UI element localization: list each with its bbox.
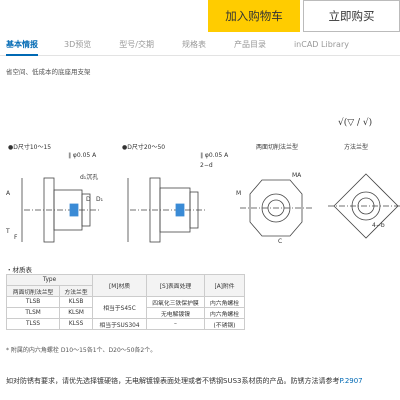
header-accessory: [A]附件 [204, 274, 245, 297]
technical-drawings: ●D尺寸10～15 ●D尺寸20～50 两面切削法兰型 方法兰型 ∥ φ0.05… [0, 138, 400, 258]
subheader-flange-2: 方法兰型 [59, 285, 93, 297]
dim-D1-label: D₁ [96, 196, 104, 203]
dim-D-label: D [86, 196, 91, 203]
table-row: TLSM KLSM 无电解镀镍 内六角螺栓 [5, 307, 245, 319]
top-action-bar: 加入购物车 立即购买 [0, 0, 400, 32]
dim-A-label: A [6, 190, 11, 197]
material-cell: 相当于SUS304 [92, 318, 147, 330]
right-drawing-title-1: 两面切削法兰型 [256, 144, 299, 151]
surface-finish-symbol: √(▽ / √) [338, 118, 373, 128]
right-drawing-title-2: 方法兰型 [344, 144, 369, 151]
rust-prevention-note: 如对防锈有要求，请优先选择镀硬铬，无电解镀镍表面处理或者不锈钢SUS3系材质的产… [6, 376, 363, 386]
dim-MA-label: MA [292, 172, 302, 179]
add-to-cart-button[interactable]: 加入购物车 [208, 0, 300, 32]
drawing-lines [21, 173, 400, 243]
tolerance-label-2: ∥ φ0.05 A [200, 152, 229, 159]
subheader-flange-1: 两面切削法兰型 [5, 285, 61, 297]
material-table-title: ・材质表 [6, 266, 32, 274]
type-code[interactable]: TLSS [5, 318, 61, 330]
type-code[interactable]: TLSM [5, 307, 61, 319]
dim-M-label: M [236, 190, 242, 197]
counterbore-label: d₁沉孔 [80, 174, 99, 181]
tab-3d-preview[interactable]: 3D预览 [64, 40, 92, 49]
rust-note-text: 如对防锈有要求，请优先选择镀硬铬，无电解镀镍表面处理或者不锈钢SUS3系材质的产… [6, 377, 340, 385]
tab-basic-info[interactable]: 基本情报 [6, 36, 38, 56]
surface-cell: 无电解镀镍 [146, 307, 205, 319]
type-code[interactable]: TLSB [5, 296, 61, 308]
accessory-cell: (不锈钢) [204, 318, 245, 330]
header-surface: [S]表面处理 [146, 274, 205, 297]
type-code[interactable]: KLSS [59, 318, 93, 330]
type-code[interactable]: KLSB [59, 296, 93, 308]
dim-C-label: C [278, 238, 283, 245]
mid-drawing-title: ●D尺寸20～50 [122, 144, 166, 151]
buy-now-button[interactable]: 立即购买 [303, 0, 400, 32]
header-material: [M]材质 [92, 274, 147, 297]
surface-cell: – [146, 318, 205, 330]
dim-F-label: F [14, 234, 18, 241]
surface-cell: 四氧化三铁保护膜 [146, 296, 205, 308]
material-table: Type [M]材质 [S]表面处理 [A]附件 两面切削法兰型 方法兰型 TL… [5, 274, 245, 330]
table-row: TLSS KLSS 相当于SUS304 – (不锈钢) [5, 318, 245, 330]
type-code[interactable]: KLSM [59, 307, 93, 319]
dim-T-label: T [6, 228, 10, 235]
tab-spec-table[interactable]: 规格表 [181, 40, 206, 49]
material-cell: 相当于S45C [92, 296, 147, 319]
footnote: * 附属的内六角螺栓 D10～15各1个、D20～50各2个。 [6, 347, 157, 354]
accessory-cell: 内六角螺栓 [204, 296, 245, 308]
table-row: TLSB KLSB 相当于S45C 四氧化三铁保护膜 内六角螺栓 [5, 296, 245, 319]
tab-catalog[interactable]: 产品目录 [233, 40, 266, 49]
reference-page-link[interactable]: P.2907 [339, 377, 363, 385]
tab-part-number[interactable]: 型号/交期 [119, 40, 154, 49]
tab-incad-library[interactable]: inCAD Library [293, 40, 349, 49]
product-tabs: 基本情报 3D预览 型号/交期 规格表 产品目录 inCAD Library [0, 36, 400, 56]
product-subtitle: 省空间、低成本的底座用支架 [6, 68, 91, 76]
header-type: Type [6, 274, 93, 286]
tolerance-label-1: ∥ φ0.05 A [68, 152, 97, 159]
left-drawing-title: ●D尺寸10～15 [8, 144, 52, 151]
hole-count-label: 2−d [200, 162, 213, 169]
accessory-cell: 内六角螺栓 [204, 307, 245, 319]
